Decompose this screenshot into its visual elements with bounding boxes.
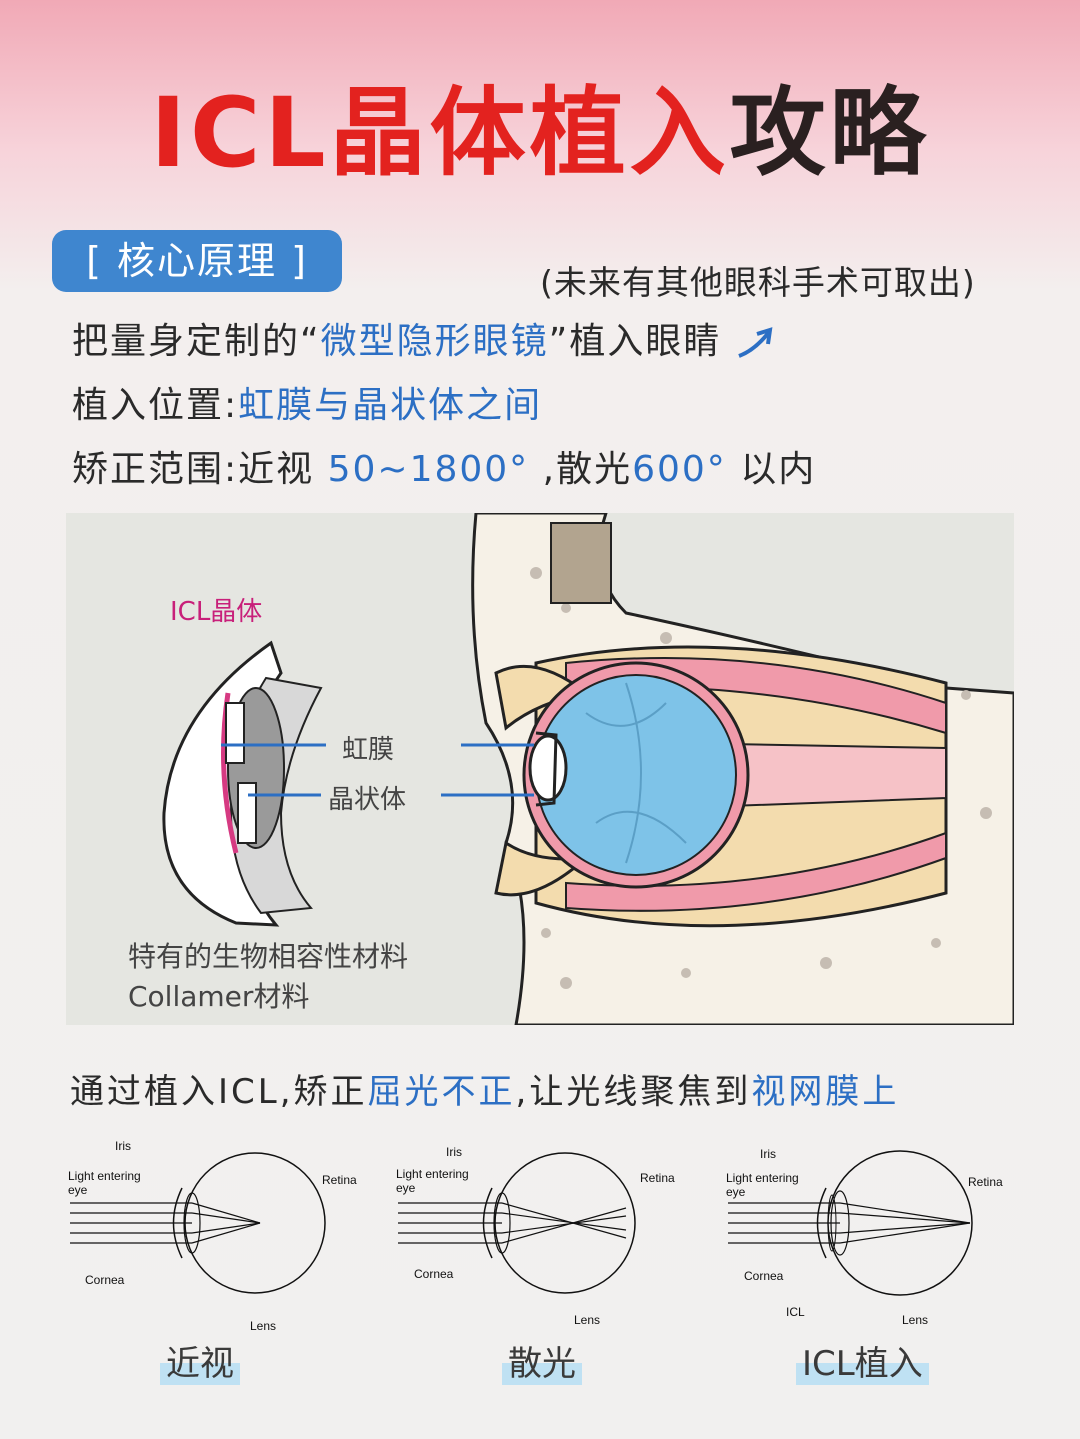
title-main: ICL晶体植入 — [150, 77, 730, 189]
subtitle-text-c: ,让光线聚焦到 — [515, 1072, 752, 1112]
retina-text: Retina — [640, 1171, 675, 1185]
lens-text: Lens — [250, 1319, 276, 1333]
title-end: 攻略 — [729, 77, 930, 189]
icl-lens-label: ICL晶体 — [170, 597, 263, 627]
caption-icl: ICL植入 — [796, 1336, 929, 1385]
cornea-text: Cornea — [85, 1273, 125, 1287]
diagram-astigmatism: Iris Light entering eye Retina Cornea Le… — [396, 1145, 675, 1327]
lens-text: Lens — [574, 1313, 600, 1327]
light-text: Light entering — [68, 1169, 141, 1183]
subtitle-retina: 视网膜上 — [751, 1072, 900, 1112]
caption-astigmatism: 散光 — [502, 1336, 582, 1385]
line1-text-a: 把量身定制的“ — [72, 321, 321, 362]
line3-astig: ,散光 — [542, 449, 633, 490]
diagram-myopia: Iris Light entering eye Retina Cornea Le… — [68, 1139, 357, 1333]
light-text-2: eye — [396, 1181, 416, 1195]
iris-text: Iris — [115, 1139, 131, 1153]
icl-lens-drawing — [162, 640, 323, 927]
line2-value: 虹膜与晶状体之间 — [238, 385, 543, 426]
caption-myopia: 近视 — [160, 1336, 240, 1385]
light-text: Light entering — [726, 1171, 799, 1185]
material-text-2: Collamer材料 — [128, 980, 310, 1013]
cornea-text: Cornea — [744, 1269, 784, 1283]
line3-label: 矫正范围:近视 — [72, 449, 315, 490]
icl-text: ICL — [786, 1305, 805, 1319]
iris-text: Iris — [446, 1145, 462, 1159]
material-text-1: 特有的生物相容性材料 — [128, 940, 409, 973]
diagram-icl: Iris Light entering eye Retina Cornea IC… — [726, 1147, 1003, 1327]
light-text: Light entering — [396, 1167, 469, 1181]
section-tag: [ 核心原理 ] — [52, 230, 342, 292]
eye-cross-section — [162, 513, 1014, 1025]
astig-range: 600° — [632, 449, 727, 490]
line3-end: 以内 — [740, 449, 817, 490]
principle-line-1: 把量身定制的“微型隐形眼镜”植入眼睛 — [72, 312, 775, 364]
myopia-range: 50~1800° — [327, 449, 530, 490]
line1-highlight: 微型隐形眼镜 — [320, 321, 549, 362]
lens-label: 晶状体 — [328, 785, 407, 815]
light-text-2: eye — [726, 1185, 746, 1199]
cornea-text: Cornea — [414, 1267, 454, 1281]
optics-diagrams: Iris Light entering eye Retina Cornea Le… — [68, 1139, 1003, 1333]
light-text-2: eye — [68, 1183, 88, 1197]
subtitle-refractive: 屈光不正 — [367, 1072, 516, 1112]
principle-line-3: 矫正范围:近视 50~1800° ,散光600° 以内 — [72, 440, 816, 492]
eye-illustration-panel: ICL晶体 虹膜 晶状体 特有的生物相容性材料 Collamer材料 — [66, 513, 1014, 1025]
subtitle-text-a: 通过植入ICL,矫正 — [70, 1072, 368, 1112]
retina-text: Retina — [322, 1173, 357, 1187]
page-title: ICL晶体植入攻略 — [0, 55, 1080, 194]
iris-text: Iris — [760, 1147, 776, 1161]
line1-text-c: ”植入眼睛 — [548, 321, 722, 362]
arrow-icon — [738, 327, 773, 358]
iris-label: 虹膜 — [342, 735, 395, 765]
focus-subtitle: 通过植入ICL,矫正屈光不正,让光线聚焦到视网膜上 — [70, 1064, 899, 1113]
retina-text: Retina — [968, 1175, 1003, 1189]
lens-text: Lens — [902, 1313, 928, 1327]
principle-line-2: 植入位置:虹膜与晶状体之间 — [72, 376, 542, 428]
line2-label: 植入位置: — [72, 385, 239, 426]
removable-note: (未来有其他眼科手术可取出) — [540, 263, 976, 302]
